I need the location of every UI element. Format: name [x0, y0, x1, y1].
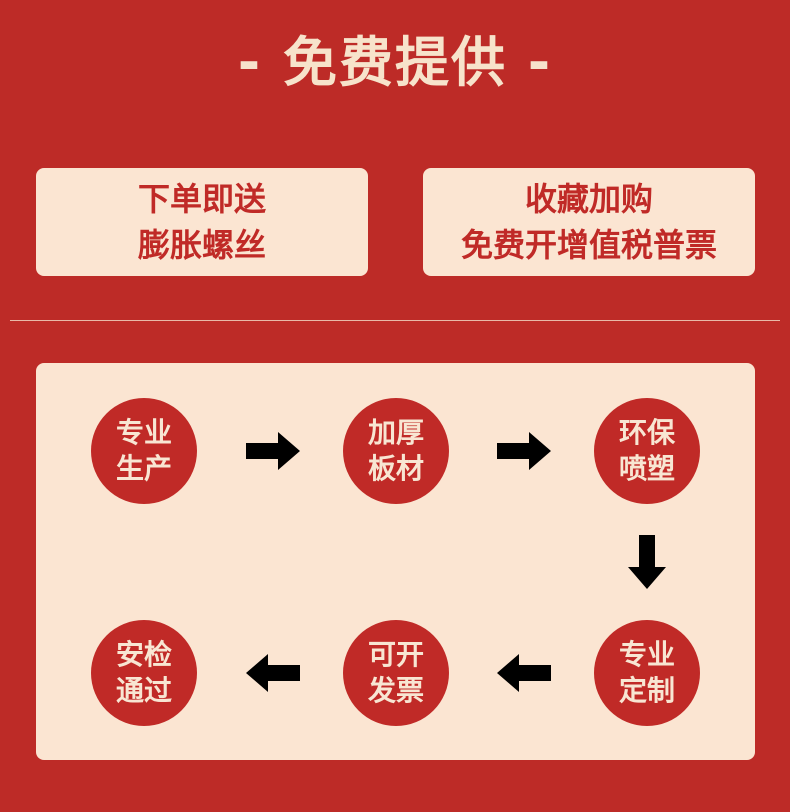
step-invoice-available: 可开 发票 [343, 620, 449, 726]
step-label: 定制 [618, 674, 675, 707]
step-label: 发票 [367, 674, 424, 707]
step-thick-board: 加厚 板材 [343, 398, 449, 504]
arrow-left-icon [246, 654, 300, 692]
step-label: 通过 [115, 674, 172, 707]
step-label: 专业 [618, 638, 675, 671]
step-professional-production: 专业 生产 [91, 398, 197, 504]
promo-line: 下单即送 [137, 180, 266, 218]
arrow-down-icon [628, 535, 666, 589]
promo-card-free-screws: 下单即送 膨胀螺丝 [36, 168, 368, 276]
step-label: 专业 [115, 416, 172, 449]
step-label: 加厚 [367, 416, 424, 449]
promo-line: 免费开增值税普票 [460, 226, 717, 264]
arrow-left-icon [497, 654, 551, 692]
divider [10, 320, 780, 321]
step-label: 安检 [115, 638, 172, 671]
step-label: 可开 [367, 638, 424, 671]
step-custom-made: 专业 定制 [594, 620, 700, 726]
promo-card-invoice: 收藏加购 免费开增值税普票 [423, 168, 755, 276]
step-label: 环保 [618, 416, 675, 449]
step-label: 生产 [115, 452, 172, 485]
step-eco-coating: 环保 喷塑 [594, 398, 700, 504]
arrow-right-icon [497, 432, 551, 470]
arrow-right-icon [246, 432, 300, 470]
step-inspection-passed: 安检 通过 [91, 620, 197, 726]
promo-line: 收藏加购 [524, 180, 653, 218]
promo-line: 膨胀螺丝 [137, 226, 266, 264]
step-label: 喷塑 [618, 452, 675, 485]
step-label: 板材 [367, 452, 424, 485]
page-title: - 免费提供 - [237, 31, 553, 94]
